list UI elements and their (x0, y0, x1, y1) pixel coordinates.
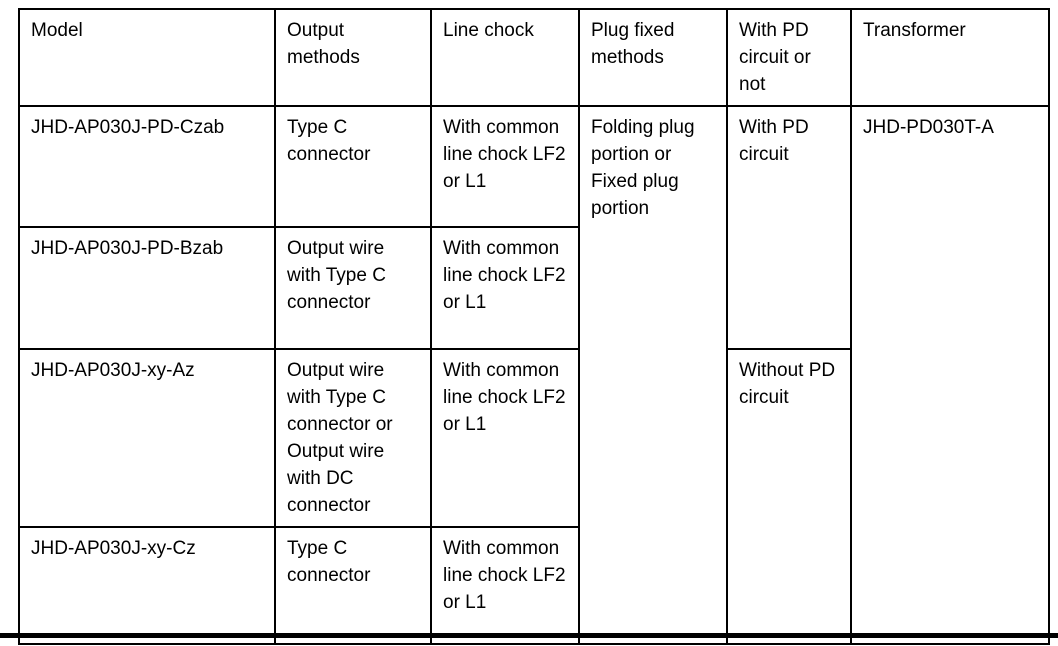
bottom-horizontal-rule (0, 633, 1058, 638)
cell-with-pd-circuit: With PD circuit (726, 105, 852, 350)
spec-table: Model Output methods Line chock Plug fix… (18, 8, 1050, 645)
cell-without-pd-circuit: Without PD circuit (726, 348, 852, 645)
table-row: JHD-AP030J-xy-Az Output wire with Type C… (18, 348, 1049, 645)
header-model: Model (18, 8, 276, 107)
cell-line-chock: With common line chock LF2 or L1 (430, 226, 580, 350)
cell-model: JHD-AP030J-PD-Czab (18, 105, 276, 228)
cell-line-chock: With common line chock LF2 or L1 (430, 105, 580, 228)
table-row: JHD-AP030J-xy-Cz Type C connector With c… (18, 526, 1049, 645)
cell-output-method: Type C connector (274, 105, 432, 228)
cell-output-method: Output wire with Type C connector (274, 226, 432, 350)
cell-model: JHD-AP030J-PD-Bzab (18, 226, 276, 350)
header-output-methods: Output methods (274, 8, 432, 107)
table-header-row: Model Output methods Line chock Plug fix… (18, 8, 1050, 107)
table-row: JHD-AP030J-PD-Czab Type C connector With… (18, 105, 1050, 645)
header-line-chock: Line chock (430, 8, 580, 107)
header-plug-fixed-methods: Plug fixed methods (578, 8, 728, 107)
cell-output-method: Output wire with Type C connector or Out… (274, 348, 432, 528)
cell-output-method: Type C connector (274, 526, 432, 645)
cell-plug-fixed-methods: Folding plug portion or Fixed plug porti… (578, 105, 728, 645)
cell-model: JHD-AP030J-xy-Az (18, 348, 276, 528)
cell-line-chock: With common line chock LF2 or L1 (430, 348, 580, 528)
header-pd-circuit: With PD circuit or not (726, 8, 852, 107)
cell-model: JHD-AP030J-xy-Cz (18, 526, 276, 645)
cell-transformer: JHD-PD030T-A (850, 105, 1050, 645)
header-transformer: Transformer (850, 8, 1050, 107)
cell-line-chock: With common line chock LF2 or L1 (430, 526, 580, 645)
table-row: JHD-AP030J-PD-Bzab Output wire with Type… (18, 226, 1049, 350)
